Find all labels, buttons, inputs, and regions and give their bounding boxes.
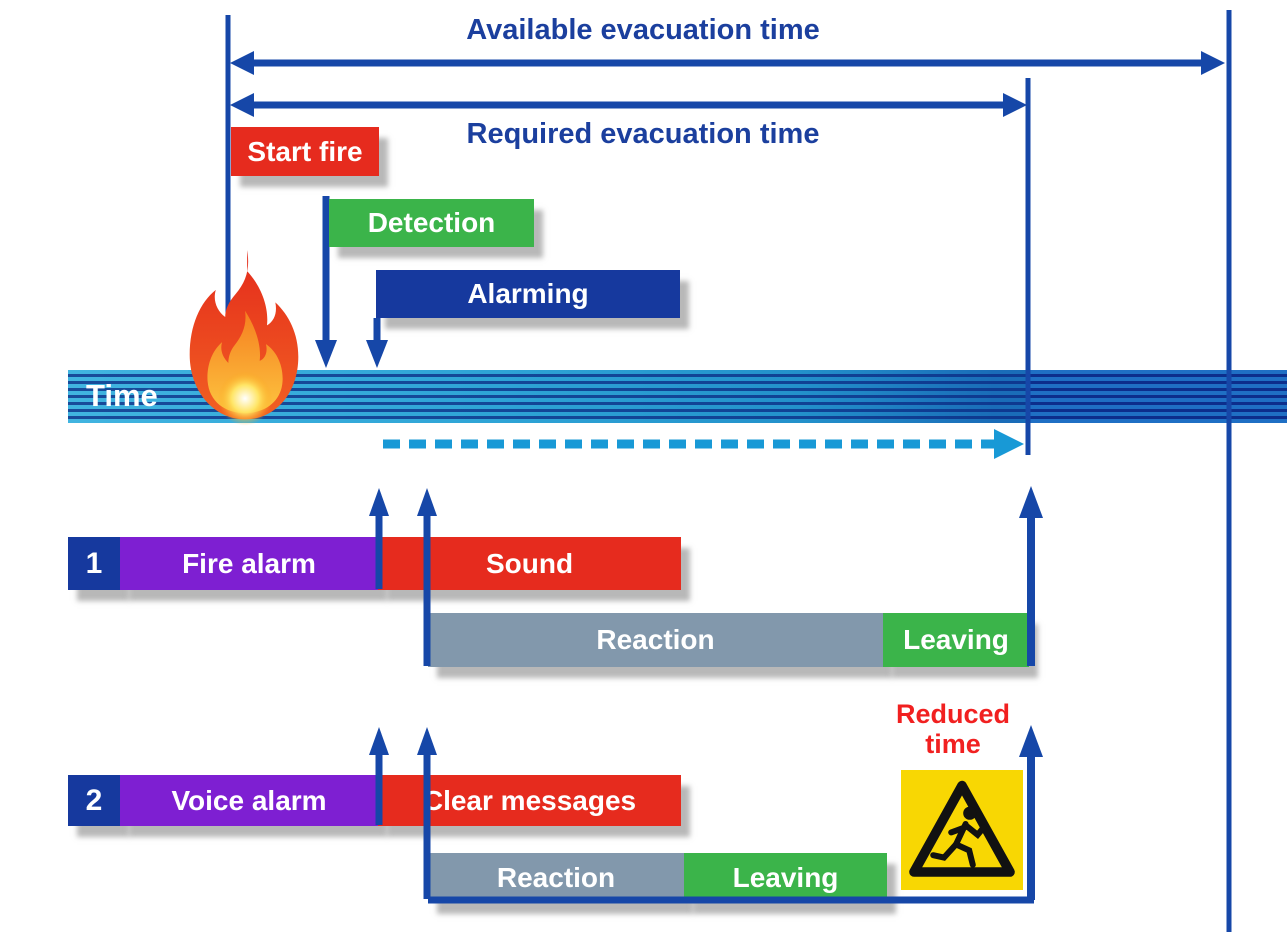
running-person-warning-icon (901, 770, 1023, 890)
scenario-2-alarm-box: Voice alarm (120, 775, 378, 826)
scenario-1-number: 1 (68, 537, 120, 590)
detection-box: Detection (329, 199, 534, 247)
warning-triangle-runner-glyph (909, 780, 1015, 877)
scenario-1-signal-box: Sound (378, 537, 681, 590)
available-time-title: Available evacuation time (466, 14, 820, 46)
required-time-arrow (230, 93, 1027, 117)
scenario-1-reaction-box: Reaction (428, 613, 883, 667)
scenario-1-leaving-box: Leaving (883, 613, 1029, 667)
alarming-down-arrow (366, 318, 388, 368)
time-axis-label: Time (86, 378, 158, 413)
reduced-time-label: Reduced time (895, 699, 1011, 759)
scenario-2-number: 2 (68, 775, 120, 826)
available-time-arrow (230, 51, 1225, 75)
scenario-1-alarm-box: Fire alarm (120, 537, 378, 590)
scenario-2-signal-box: Clear messages (378, 775, 681, 826)
scenario-2-leaving-box: Leaving (684, 853, 887, 903)
scenario-2-reaction-box: Reaction (428, 853, 684, 903)
fire-icon (189, 250, 299, 426)
elapsed-time-dashed-arrow (383, 429, 1024, 459)
required-time-title: Required evacuation time (466, 118, 820, 150)
time-axis-band-dark-section (1026, 370, 1287, 423)
alarming-box: Alarming (376, 270, 680, 318)
start-fire-box: Start fire (231, 127, 379, 176)
